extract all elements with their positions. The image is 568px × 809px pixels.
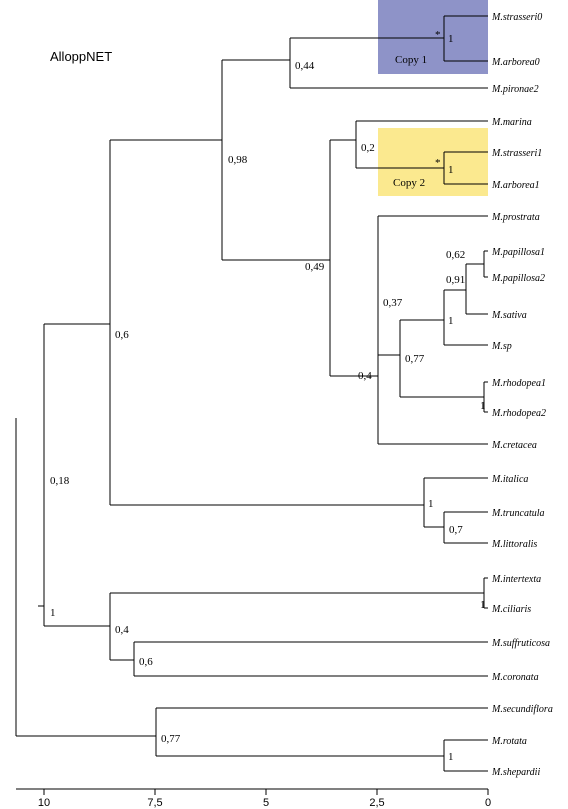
- copy1-highlight: [378, 0, 488, 74]
- node-label: 1: [50, 607, 56, 619]
- copy2-label: Copy 2: [393, 177, 425, 189]
- tip-label: M.rhodopea1: [491, 378, 546, 389]
- node-label: 0,2: [361, 142, 375, 154]
- axis-tick-label: 5: [263, 797, 269, 809]
- tip-label: M.secundiflora: [491, 704, 553, 715]
- node-label: 0,6: [139, 656, 153, 668]
- node-label: 0,7: [449, 524, 463, 536]
- tip-label: M.papillosa1: [491, 247, 545, 258]
- node-label: 1: [448, 33, 454, 45]
- node-label: 0,4: [115, 624, 129, 636]
- tip-label: M.cretacea: [491, 440, 537, 451]
- tip-label: M.littoralis: [491, 539, 537, 550]
- tip-label: M.strasseri1: [491, 148, 542, 159]
- tip-label: M.rhodopea2: [491, 408, 546, 419]
- tip-label: M.suffruticosa: [491, 638, 550, 649]
- tip-label: M.rotata: [491, 736, 527, 747]
- node-label: 0,91: [446, 274, 465, 286]
- tip-label: M.intertexta: [491, 574, 541, 585]
- node-label: 0,49: [305, 261, 325, 273]
- node-label: 1: [448, 315, 454, 327]
- node-label: 1: [448, 164, 454, 176]
- tip-label: M.strasseri0: [491, 12, 542, 23]
- tip-label: M.pironae2: [491, 84, 539, 95]
- tip-label: M.papillosa2: [491, 273, 545, 284]
- node-label: 1: [480, 599, 486, 611]
- figure-title: AlloppNET: [50, 49, 112, 64]
- tip-label: M.italica: [491, 474, 528, 485]
- node-label: 0,4: [358, 370, 372, 382]
- axis-tick-label: 2,5: [369, 797, 384, 809]
- node-label: *: [435, 29, 441, 41]
- node-label: 0,77: [405, 353, 425, 365]
- node-label: 0,98: [228, 154, 248, 166]
- tip-label: M.sp: [491, 341, 512, 352]
- axis-tick-label: 7,5: [147, 797, 162, 809]
- axis-tick-label: 0: [485, 797, 491, 809]
- tree-branches: [15, 15, 488, 772]
- node-label: 1: [428, 498, 434, 510]
- node-label: 0,62: [446, 249, 465, 261]
- copy1-label: Copy 1: [395, 54, 427, 66]
- node-label: 1: [448, 751, 454, 763]
- tip-label: M.marina: [491, 117, 532, 128]
- node-label: 0,77: [161, 733, 181, 745]
- axis-tick-label: 10: [38, 797, 50, 809]
- tip-label: M.ciliaris: [491, 604, 531, 615]
- tip-label: M.coronata: [491, 672, 539, 683]
- node-labels: 1 0,18 0,6 0,98 0,44 1 * 0,49 0,2 1 * 0,…: [50, 29, 486, 763]
- node-label: 1: [480, 400, 486, 412]
- tip-label: M.sativa: [491, 310, 527, 321]
- node-label: *: [435, 157, 441, 169]
- copy2-highlight: [378, 128, 488, 196]
- tip-label: M.arborea1: [491, 180, 540, 191]
- tip-label: M.truncatula: [491, 508, 545, 519]
- node-label: 0,44: [295, 60, 315, 72]
- node-label: 0,6: [115, 329, 129, 341]
- node-label: 0,37: [383, 297, 403, 309]
- tip-label: M.arborea0: [491, 57, 540, 68]
- node-label: 0,18: [50, 475, 70, 487]
- tip-labels: M.strasseri0 M.arborea0 M.pironae2 M.mar…: [491, 12, 553, 778]
- x-axis: 10 7,5 5 2,5 0: [16, 788, 491, 809]
- tip-label: M.prostrata: [491, 212, 540, 223]
- tip-label: M.shepardii: [491, 767, 540, 778]
